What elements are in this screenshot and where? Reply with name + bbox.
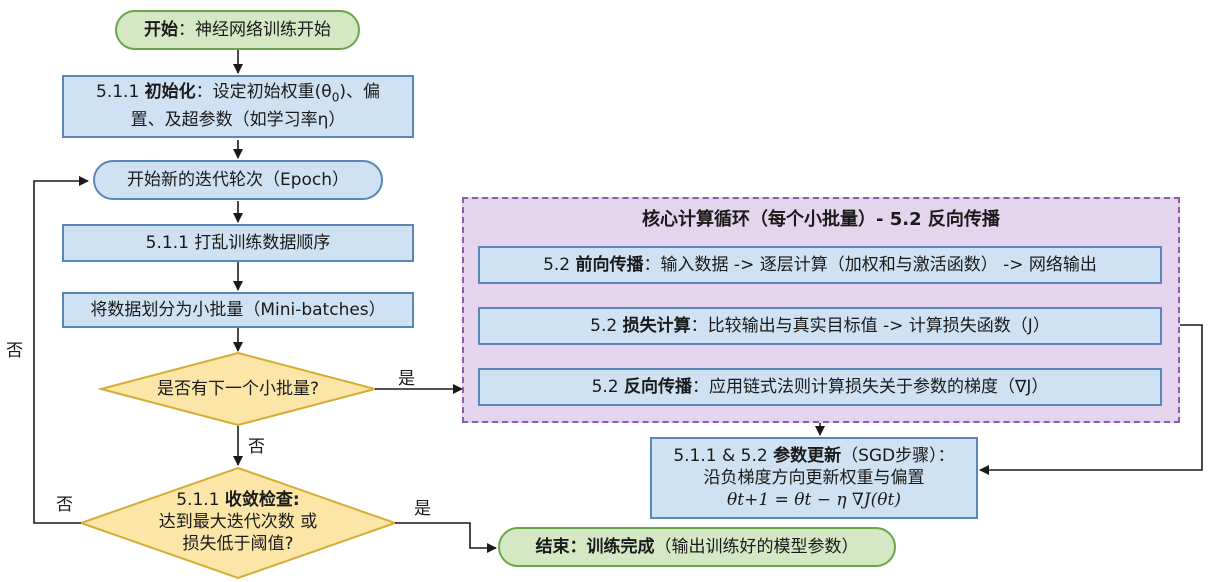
init-sub: 0 <box>331 90 340 105</box>
decision-has-batch-shape <box>97 351 379 427</box>
forward-prefix: 5.2 <box>543 254 576 275</box>
backprop-text: ：应用链式法则计算损失关于参数的梯度（∇J） <box>692 376 1049 397</box>
forward-bold: 前向传播 <box>575 254 644 275</box>
forward-text: ：输入数据 -> 逐层计算（加权和与激活函数） -> 网络输出 <box>643 254 1097 275</box>
forward-node: 5.2 前向传播：输入数据 -> 逐层计算（加权和与激活函数） -> 网络输出 <box>478 246 1162 284</box>
loss-prefix: 5.2 <box>590 315 623 336</box>
edge-loss-to-update <box>979 324 1203 475</box>
start-bold: 开始 <box>144 19 178 40</box>
end-node: 结束：训练完成（输出训练好的模型参数） <box>498 527 896 567</box>
edge-no-loop-back <box>33 176 89 524</box>
batches-node: 将数据划分为小批量（Mini-batches） <box>62 292 414 328</box>
init-bold: 初始化 <box>144 81 196 102</box>
update-node: 5.1.1 & 5.2 参数更新（SGD步骤）： 沿负梯度方向更新权重与偏置 θ… <box>650 437 978 519</box>
edge-yes-to-end <box>395 522 497 553</box>
update-line2: 沿负梯度方向更新权重与偏置 <box>703 468 925 488</box>
epoch-text: 开始新的迭代轮次（Epoch） <box>126 169 350 190</box>
init-line2: 置、及超参数（如学习率η） <box>130 110 346 131</box>
core-loop-title: 核心计算循环（每个小批量）- 5.2 反向传播 <box>642 209 1000 230</box>
label-yes-batch: 是 <box>398 369 415 389</box>
update-prefix: 5.1.1 & 5.2 <box>673 446 774 466</box>
shuffle-node: 5.1.1 打乱训练数据顺序 <box>62 224 414 262</box>
start-node: 开始：神经网络训练开始 <box>115 10 360 50</box>
loss-node: 5.2 损失计算：比较输出与真实目标值 -> 计算损失函数（J） <box>478 307 1162 345</box>
label-yes-converge: 是 <box>414 499 431 519</box>
end-text: （输出训练好的模型参数） <box>654 536 859 557</box>
label-no-batch: 否 <box>248 437 265 457</box>
decision-has-batch-text: 是否有下一个小批量? <box>156 379 320 399</box>
decision-converge-text: 5.1.1 收敛检查: 达到最大迭代次数 或 损失低于阈值? <box>128 489 348 555</box>
shuffle-text: 5.1.1 打乱训练数据顺序 <box>145 232 331 253</box>
epoch-node: 开始新的迭代轮次（Epoch） <box>93 160 383 200</box>
init-node: 5.1.1 初始化：设定初始权重(θ0)、偏 置、及超参数（如学习率η） <box>62 75 414 138</box>
converge-line2: 达到最大迭代次数 或 <box>158 512 318 532</box>
converge-prefix: 5.1.1 <box>176 490 225 510</box>
init-prefix: 5.1.1 <box>96 81 145 102</box>
converge-bold: 收敛检查: <box>224 490 300 510</box>
converge-line3: 损失低于阈值? <box>182 534 294 554</box>
backprop-bold: 反向传播 <box>624 376 693 397</box>
loss-bold: 损失计算 <box>622 315 691 336</box>
label-no-loop-side: 否 <box>6 341 23 361</box>
start-text: ：神经网络训练开始 <box>178 19 331 40</box>
init-line1-end: )、偏 <box>339 81 380 102</box>
batches-text: 将数据划分为小批量（Mini-batches） <box>90 299 386 320</box>
backprop-node: 5.2 反向传播：应用链式法则计算损失关于参数的梯度（∇J） <box>478 368 1162 406</box>
update-text: （SGD步骤）： <box>841 446 955 466</box>
loss-text: ：比较输出与真实目标值 -> 计算损失函数（J） <box>690 315 1050 336</box>
backprop-prefix: 5.2 <box>591 376 625 397</box>
init-line1: ：设定初始权重(θ <box>195 81 332 102</box>
label-no-converge: 否 <box>56 495 73 515</box>
update-formula: θt+1 = θt − η ∇J(θt) <box>727 490 901 510</box>
update-bold: 参数更新 <box>773 446 842 466</box>
decision-converge-shape <box>77 466 399 580</box>
end-bold: 结束：训练完成 <box>535 536 655 557</box>
